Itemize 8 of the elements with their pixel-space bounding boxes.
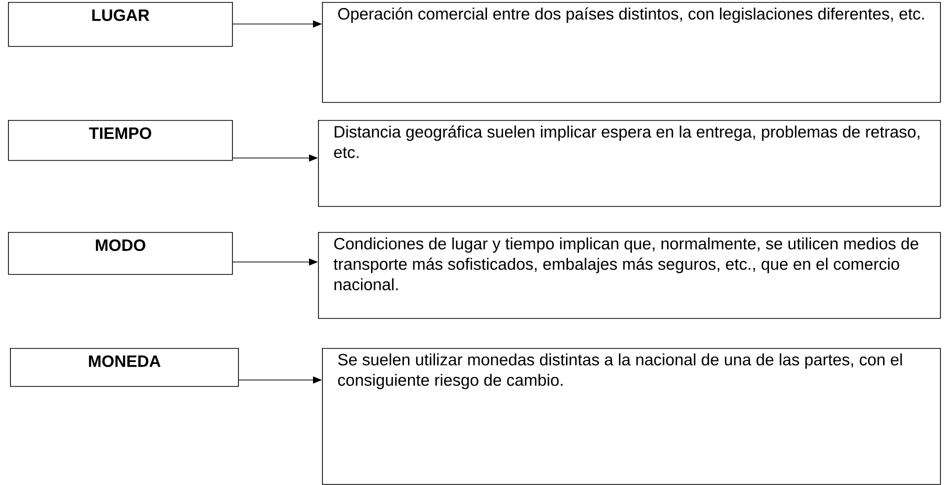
description-box: Operación comercial entre dos países distintos, con legislaciones diferentes, etc.: [322, 2, 941, 103]
description-box: Distancia geográfica suelen implicar espera en la entrega, problemas de retraso, etc.: [318, 120, 941, 207]
category-box: MODO: [8, 232, 233, 275]
description-box: Se suelen utilizar monedas distintas a la nacional de una de las partes, con el consiguiente riesgo de cambio.: [322, 348, 941, 485]
category-box: TIEMPO: [8, 120, 233, 161]
category-box: MONEDA: [10, 348, 239, 387]
description-box: Condiciones de lugar y tiempo implican que, normalmente, se utilicen medios de transporte más sofisticados, embalajes más seguros, etc., que en el comercio nacional.: [318, 232, 941, 319]
category-box: LUGAR: [8, 2, 233, 47]
